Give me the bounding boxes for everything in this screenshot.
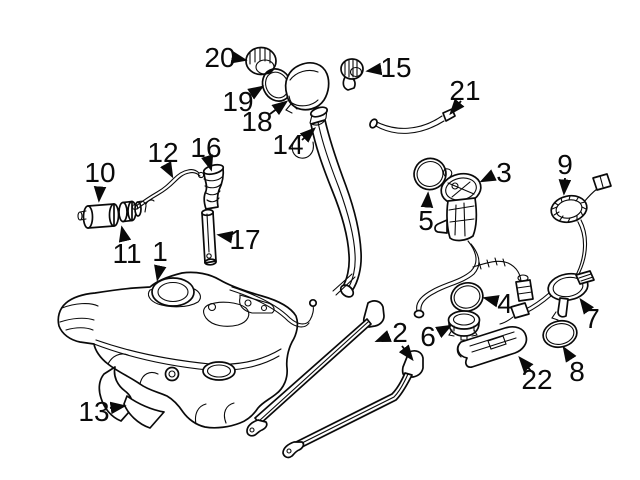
part-15-cap-drawing [340,58,364,91]
callout-19-label: 19 [222,86,253,117]
callout-6: 6 [420,321,453,352]
callout-18: 18 [241,100,289,137]
part-12-vent-pipe-drawing [131,169,205,211]
callout-11-label: 11 [112,238,141,269]
part-11-valve-drawing [118,199,155,223]
part-18-filler-housing-drawing [284,62,330,114]
callout-14-label: 14 [272,129,303,160]
callout-7-label: 7 [584,303,600,334]
callout-10: 10 [84,157,116,203]
callout-15: 15 [365,52,412,83]
callout-9-label: 9 [557,149,573,180]
callout-14: 14 [272,127,316,160]
callout-6-label: 6 [420,321,436,352]
callout-20: 20 [204,42,248,73]
callouts: 1 2 3 4 5 6 7 8 [78,42,599,427]
part-17-tube-drawing [201,208,217,266]
part-8-o-ring-drawing [542,319,578,349]
part-14-filler-pipe-drawing [291,106,362,298]
callout-5: 5 [418,191,434,236]
part-7-sender-drawing [499,270,595,325]
callout-13-label: 13 [78,396,109,427]
callout-21-label: 21 [449,75,480,106]
part-21-hose-drawing [369,108,456,134]
callout-4-label: 4 [497,288,513,319]
callout-13: 13 [78,396,127,427]
callout-17: 17 [216,224,261,255]
part-16-corrugated-hose-drawing [202,163,225,210]
callout-1-label: 1 [152,236,168,267]
callout-22: 22 [518,355,553,395]
callout-2: 2 [374,317,414,362]
callout-8-label: 8 [569,356,585,387]
part-6-lock-ring-drawing [447,310,481,341]
callout-7: 7 [579,297,600,334]
part-20-filler-cap-drawing [245,46,277,76]
part-1-fuel-tank-drawing [57,271,318,429]
part-22-shield-drawing [456,326,528,368]
part-10-canister-drawing [77,203,120,229]
callout-3: 3 [479,157,512,188]
callout-10-label: 10 [84,157,115,188]
callout-8: 8 [562,345,585,387]
callout-9: 9 [557,149,573,196]
part-5-seal-ring-drawing [413,157,447,191]
callout-12: 12 [147,137,179,179]
callout-12-label: 12 [147,137,178,168]
callout-1: 1 [152,236,168,282]
callout-21: 21 [449,75,481,116]
part-3-fuel-pump-drawing [413,168,534,319]
callout-22-label: 22 [521,364,552,395]
callout-11: 11 [112,225,142,269]
callout-16-label: 16 [190,132,221,163]
callout-16: 16 [190,132,222,172]
callout-17-label: 17 [229,224,260,255]
part-4-o-ring-drawing [450,282,484,312]
callout-4: 4 [482,288,513,319]
part-9-lock-ring-wire-drawing [550,173,612,300]
callout-18-label: 18 [241,106,272,137]
callout-19: 19 [222,85,265,117]
callout-3-label: 3 [496,157,512,188]
part-2-tank-straps-drawing [246,300,424,459]
callout-15-label: 15 [380,52,411,83]
callout-2-label: 2 [392,317,408,348]
callout-20-label: 20 [204,42,235,73]
callout-5-label: 5 [418,205,434,236]
